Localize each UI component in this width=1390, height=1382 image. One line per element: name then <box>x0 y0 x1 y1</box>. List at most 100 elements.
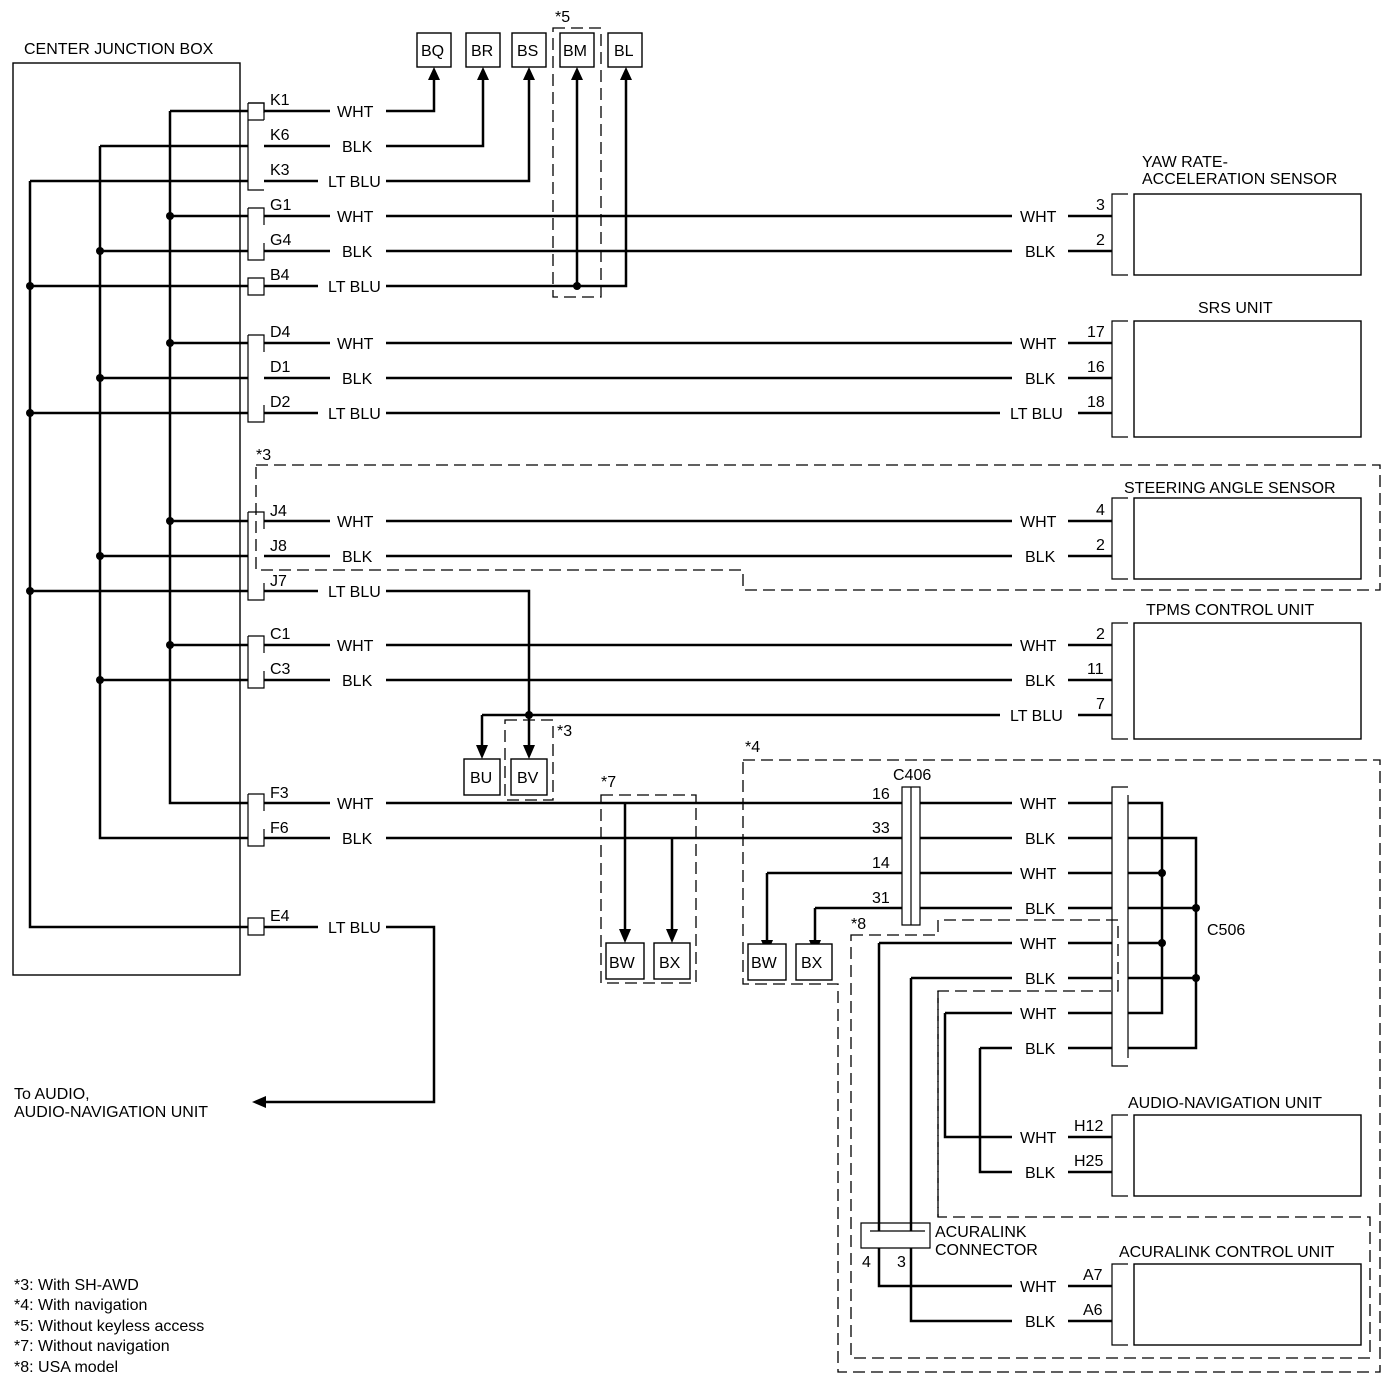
bus-point-label: BX <box>801 955 823 972</box>
junction-box-connector-brackets <box>247 102 265 936</box>
terminal-label: J8 <box>270 538 287 555</box>
option-marker: *4 <box>745 739 760 756</box>
terminal-label: K6 <box>270 127 290 144</box>
option-marker: *3 <box>557 723 572 740</box>
wire-color-label: WHT <box>337 104 374 121</box>
pin-label: A6 <box>1083 1302 1103 1319</box>
wire-color-label: WHT <box>337 638 374 655</box>
acuralink-control-unit-label: ACURALINK CONTROL UNIT <box>1119 1244 1335 1261</box>
wire-color-label: BLK <box>342 139 373 156</box>
bus-point-label: BW <box>609 955 636 972</box>
pin-label: 17 <box>1087 324 1105 341</box>
bus-point-label: BL <box>614 43 634 60</box>
option-box-3-bv <box>504 719 554 801</box>
bus-point-box <box>465 32 501 68</box>
option-marker: *7 <box>601 774 616 791</box>
wire-color-label: WHT <box>1020 1279 1057 1296</box>
steering-angle-sensor-label: STEERING ANGLE SENSOR <box>1124 480 1336 497</box>
to-audio-label: AUDIO-NAVIGATION UNIT <box>14 1104 208 1121</box>
tpms-control-unit <box>1133 622 1362 740</box>
pin-label: A7 <box>1083 1267 1103 1284</box>
wire-color-label: LT BLU <box>328 920 381 937</box>
wire-color-label: BLK <box>342 673 373 690</box>
pin-label: 16 <box>1087 359 1105 376</box>
pin-label: 7 <box>1096 696 1105 713</box>
wire-color-label: WHT <box>1020 514 1057 531</box>
srs-unit <box>1133 320 1362 438</box>
pin-label: H25 <box>1074 1153 1103 1170</box>
option-box-7 <box>600 794 697 984</box>
bus-point-label: BV <box>517 770 539 787</box>
bus-point-label: BU <box>470 770 492 787</box>
wire-color-label: WHT <box>1020 336 1057 353</box>
tpms-control-unit-label: TPMS CONTROL UNIT <box>1146 602 1315 619</box>
wire-color-label: LT BLU <box>328 406 381 423</box>
terminal-label: D1 <box>270 359 291 376</box>
center-junction-box-label: CENTER JUNCTION BOX <box>24 41 214 58</box>
bus-point-box <box>510 758 548 796</box>
wire-color-label: LT BLU <box>1010 708 1063 725</box>
wire-color-label: WHT <box>1020 1130 1057 1147</box>
wire-color-label: WHT <box>1020 1006 1057 1023</box>
wire-color-label: BLK <box>1025 1314 1056 1331</box>
terminal-label: K3 <box>270 162 290 179</box>
bus-point-box <box>511 32 547 68</box>
option-marker: *8 <box>851 916 866 933</box>
wire-color-label: BLK <box>1025 371 1056 388</box>
legend-item: *5: Without keyless access <box>14 1318 204 1335</box>
yaw-rate-sensor-label: YAW RATE- <box>1142 154 1228 171</box>
bus-point-label: BR <box>471 43 493 60</box>
terminal-label: F6 <box>270 820 289 837</box>
wire-color-label: BLK <box>1025 971 1056 988</box>
wire-color-label: WHT <box>337 336 374 353</box>
junction-box-splice-dots <box>26 212 174 684</box>
terminal-label: K1 <box>270 92 290 109</box>
terminal-label: C1 <box>270 626 291 643</box>
bus-point-label: BS <box>517 43 538 60</box>
terminal-label: F3 <box>270 785 289 802</box>
pin-label: 3 <box>1096 197 1105 214</box>
pin-label: 2 <box>1096 537 1105 554</box>
wire-color-label: BLK <box>1025 1165 1056 1182</box>
wire-color-label: WHT <box>1020 936 1057 953</box>
terminal-label: D4 <box>270 324 291 341</box>
wire-color-label: LT BLU <box>328 279 381 296</box>
wire-color-label: WHT <box>1020 796 1057 813</box>
bus-point-box <box>607 32 643 68</box>
wire-color-label: LT BLU <box>1010 406 1063 423</box>
to-audio-label: To AUDIO, <box>14 1086 90 1103</box>
pin-label: 33 <box>872 820 890 837</box>
wire-color-labels-nav: WHT BLK WHT BLK WHT BLK WHT BLK <box>1020 796 1057 1058</box>
pin-label: 18 <box>1087 394 1105 411</box>
wire-color-label: BLK <box>342 549 373 566</box>
audio-navigation-unit-label: AUDIO-NAVIGATION UNIT <box>1128 1095 1322 1112</box>
wire-color-label: BLK <box>1025 901 1056 918</box>
option-box-5 <box>552 27 602 298</box>
option-marker: *5 <box>555 9 570 26</box>
pin-label: 4 <box>862 1254 871 1271</box>
wire-color-label: WHT <box>337 796 374 813</box>
wire-color-label: LT BLU <box>328 174 381 191</box>
legend-item: *7: Without navigation <box>14 1338 170 1355</box>
bus-point-label: BQ <box>421 43 444 60</box>
acuralink-connector-label: ACURALINK <box>935 1224 1027 1241</box>
bus-point-box <box>747 943 787 981</box>
acuralink-connector-label: CONNECTOR <box>935 1242 1038 1259</box>
option-box-3-steering <box>255 464 1381 591</box>
bus-point-box <box>605 942 645 980</box>
bus-point-label: BW <box>751 955 778 972</box>
option-box-4 <box>742 759 1381 1373</box>
top-bus-points: BQ BR BS BM BL <box>416 32 643 68</box>
legend-item: *8: USA model <box>14 1359 118 1376</box>
legend-item: *3: With SH-AWD <box>14 1277 139 1294</box>
bus-point-box <box>463 758 501 796</box>
c506-label: C506 <box>1207 922 1245 939</box>
bus-point-box <box>653 942 691 980</box>
terminal-label: C3 <box>270 661 291 678</box>
pin-label: 2 <box>1096 626 1105 643</box>
steering-angle-sensor <box>1133 497 1362 580</box>
legend: *3: With SH-AWD *4: With navigation *5: … <box>14 1277 204 1376</box>
bus-point-box <box>795 943 833 981</box>
wire-color-label: WHT <box>1020 866 1057 883</box>
